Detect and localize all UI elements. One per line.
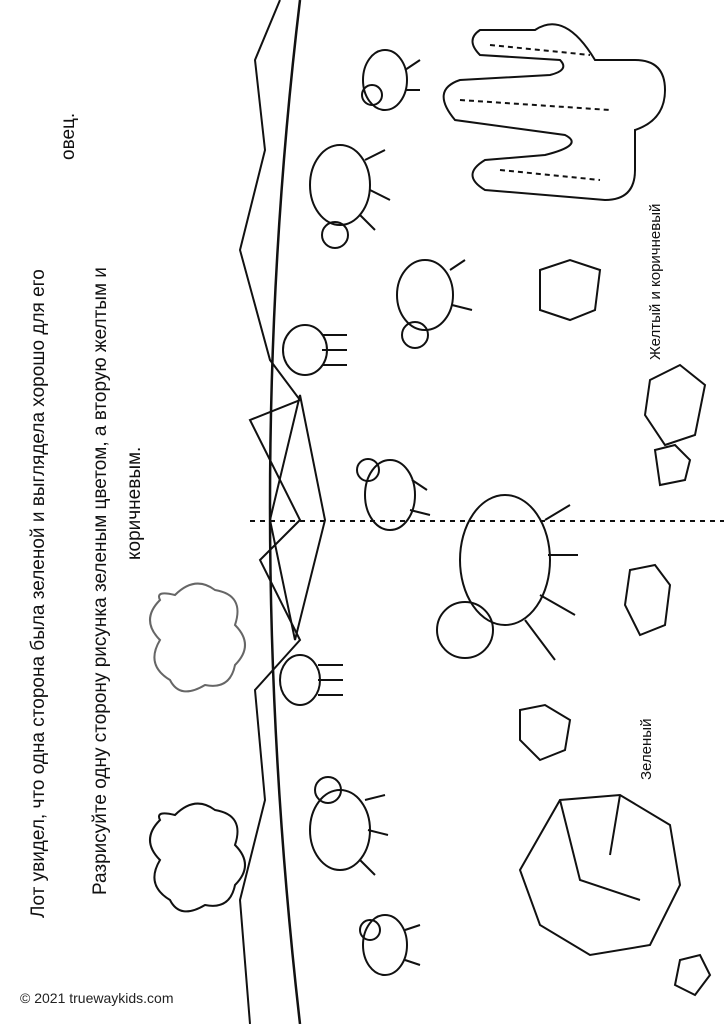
hill-outline: [268, 0, 302, 1024]
instruction-line-2: Разрисуйте одну сторону рисунка зеленым …: [90, 267, 111, 895]
label-yellow-brown: Желтый и коричневый: [647, 203, 664, 360]
rock-icon: [623, 563, 672, 637]
rock-icon: [673, 953, 712, 997]
sheep-icon: [309, 144, 391, 249]
sheep-icon: [359, 914, 421, 976]
cloud-icon: [149, 802, 246, 913]
valley-shape: [268, 394, 327, 641]
sheep-icon: [361, 49, 421, 111]
rock-icon: [643, 363, 707, 447]
copyright-footer: © 2021 truewaykids.com: [20, 990, 174, 1006]
sheep-icon: [282, 324, 347, 376]
sheep-icon: [396, 259, 473, 349]
rock-icon: [519, 703, 572, 762]
mountain-outline: [238, 0, 302, 1024]
instruction-line-1-end: овец.: [58, 112, 79, 160]
sheep-icon-large: [436, 494, 578, 661]
sheep-icon: [356, 458, 431, 531]
rock-icon: [653, 443, 692, 487]
instruction-line-1: Лот увидел, что одна сторона была зелено…: [28, 269, 49, 918]
rock-pile-icon: [518, 793, 682, 957]
cloud-icon: [149, 582, 246, 693]
rock-icon: [539, 258, 602, 322]
sheep-icon: [279, 654, 343, 706]
label-green: Зеленый: [638, 718, 655, 780]
instruction-line-2-end: коричневым.: [124, 446, 145, 560]
cactus-icon: [442, 23, 667, 202]
sheep-icon: [309, 776, 389, 876]
